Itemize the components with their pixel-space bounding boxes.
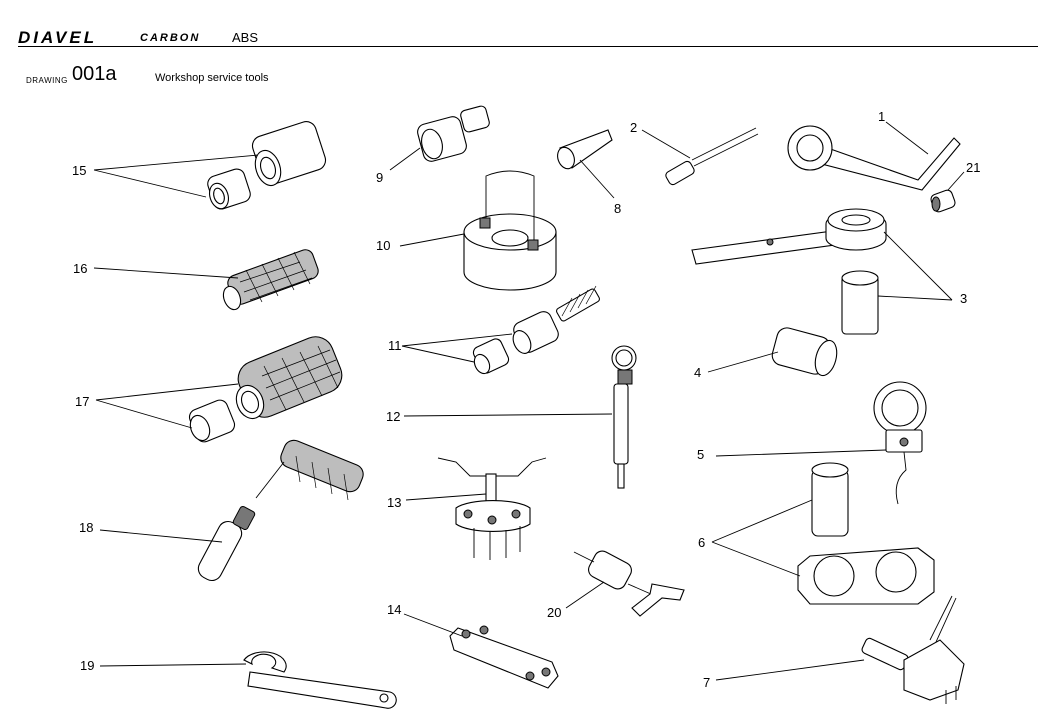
callout-14: 14 (387, 602, 401, 617)
callout-10: 10 (376, 238, 390, 253)
callout-2: 2 (630, 120, 637, 135)
tool-21-nut[interactable] (930, 189, 957, 213)
variant-name: ABS (232, 30, 259, 45)
tool-11-threaded-sockets[interactable] (471, 285, 601, 376)
tool-8-cone[interactable] (555, 129, 613, 171)
callout-8: 8 (614, 201, 621, 216)
drawing-label: DRAWING (26, 76, 68, 85)
header-divider (18, 46, 1038, 47)
callout-6: 6 (698, 535, 705, 550)
tool-3-wrench-and-socket[interactable] (691, 208, 887, 335)
callout-4: 4 (694, 365, 701, 380)
callout-19: 19 (80, 658, 94, 673)
tool-10-puller-bell[interactable] (463, 170, 557, 291)
tool-18-socket-wrench[interactable] (195, 437, 366, 584)
tool-13-gear-puller[interactable] (437, 457, 547, 560)
page-header: DIAVEL CARBON ABS (18, 28, 1038, 47)
callout-13: 13 (387, 495, 401, 510)
tool-2-pin[interactable] (664, 127, 759, 186)
tool-1-ring-spanner[interactable] (787, 125, 961, 191)
drawing-number: 001a (72, 63, 117, 85)
tool-12-dial-gauge[interactable] (611, 345, 637, 489)
tool-20-t-bar[interactable] (573, 548, 685, 617)
callout-15: 15 (72, 163, 86, 178)
callout-17: 17 (75, 394, 89, 409)
brand-logo: DIAVEL (18, 28, 98, 47)
callout-3: 3 (960, 291, 967, 306)
callout-7: 7 (703, 675, 710, 690)
tool-15-sockets[interactable] (206, 119, 328, 211)
callout-1: 1 (878, 109, 885, 124)
callout-21: 21 (966, 160, 980, 175)
tool-7-angled-driver[interactable] (861, 595, 965, 704)
callout-12: 12 (386, 409, 400, 424)
drawing-title: Workshop service tools (155, 72, 269, 84)
tool-19-hook-spanner[interactable] (243, 651, 397, 709)
callout-11: 11 (388, 338, 402, 353)
callout-9: 9 (376, 170, 383, 185)
tool-5-dial-indicator[interactable] (873, 381, 927, 505)
tool-16-knurled-bar[interactable] (220, 248, 320, 312)
callout-20: 20 (547, 605, 561, 620)
tool-6-square-drive-and-plate[interactable] (797, 462, 935, 605)
tool-17-knurled-sleeve[interactable] (187, 331, 347, 444)
tool-9-adapter[interactable] (416, 105, 491, 163)
callout-18: 18 (79, 520, 93, 535)
callout-5: 5 (697, 447, 704, 462)
callout-16: 16 (73, 261, 87, 276)
model-name: CARBON (140, 32, 201, 44)
tool-4-castellated-socket[interactable] (770, 326, 840, 378)
tool-14-locking-plate[interactable] (449, 625, 559, 689)
